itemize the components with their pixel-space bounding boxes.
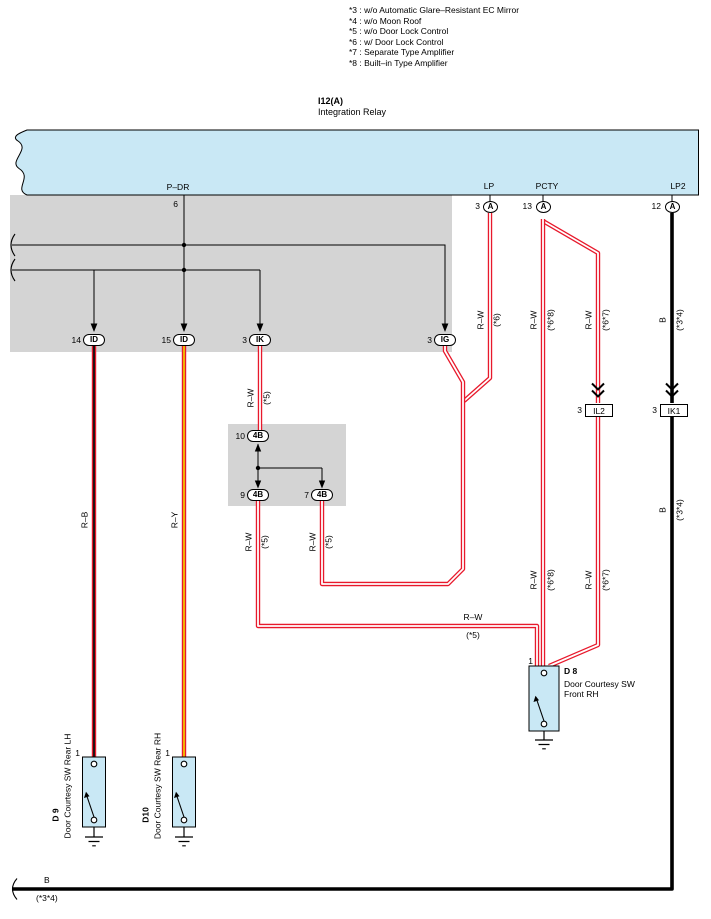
component-name-d8-line2: Front RH: [564, 689, 599, 699]
terminal-a-lp2: A: [665, 201, 680, 213]
wire-note-pcty7-top: (*6*7): [600, 309, 611, 331]
wire-note-rw5-horiz: (*5): [466, 630, 480, 640]
legend-item: *4 : w/o Moon Roof: [349, 15, 422, 26]
wire-label-lp2-b-mid: B: [657, 507, 668, 513]
connector-ik1-num: 3: [652, 405, 657, 415]
switch-contacts: [90, 669, 548, 824]
connector-ik3: IK: [249, 334, 271, 346]
wire-note-pcty7-bot: (*6*7): [600, 569, 611, 591]
connector-4b-10: 4B: [247, 430, 269, 442]
relay-internal-shade: [10, 195, 452, 352]
junction-dots: [181, 242, 261, 471]
pin-num-d10: 1: [165, 748, 170, 758]
wire-label-b9-rw: R–W: [243, 532, 254, 552]
connector-4b-9: 4B: [247, 489, 269, 501]
relay-pin-lp2-num: 12: [651, 201, 661, 211]
connector-ig3-num: 3: [427, 335, 432, 345]
wire-label-pcty8-top: R–W: [528, 310, 539, 330]
legend-item: *7 : Separate Type Amplifier: [349, 47, 455, 57]
wire-note-pcty8-top: (*6*8): [545, 309, 556, 331]
connector-4b-7: 4B: [311, 489, 333, 501]
pin-num-d9: 1: [75, 748, 80, 758]
legend-item: *3 : w/o Automatic Glare–Resistant EC Mi…: [349, 5, 520, 15]
relay-header: I12(A) Integration Relay: [318, 96, 386, 118]
connector-id15: ID: [173, 334, 195, 346]
wire-label-ry: R–Y: [169, 511, 180, 529]
wires: [91, 213, 601, 757]
legend-item: *6 : w/ Door Lock Control: [349, 36, 444, 47]
relay-pin-lp-num: 3: [475, 201, 480, 211]
relay-name: Integration Relay: [318, 107, 387, 117]
wire-label-lp-rw: R–W: [475, 310, 486, 330]
legend-item: *5 : w/o Door Lock Control: [349, 26, 449, 36]
wire-note-lp2-b-top: (*3*4): [674, 309, 685, 331]
pin-num-d8: 1: [528, 656, 533, 666]
relay-id: I12(A): [318, 96, 344, 106]
wire-note-lp2-b-mid: (*3*4): [674, 499, 685, 521]
torn-edge-marks: [10, 233, 18, 900]
switch-blade-arrows: [84, 695, 539, 798]
connector-ik3-num: 3: [242, 335, 247, 345]
connector-ig3: IG: [434, 334, 456, 346]
internal-wiring: [12, 195, 673, 481]
switch-blades: [85, 698, 545, 818]
arrowheads: [90, 323, 449, 489]
wire-note-b9-rw: (*5): [259, 535, 270, 549]
terminal-a-lp: A: [483, 201, 498, 213]
connector-id14-num: 14: [71, 335, 81, 345]
relay-pin-pdr-num: 6: [173, 199, 178, 209]
wire-label-b-bottom: B: [44, 875, 50, 885]
component-id-d9: D 9: [50, 808, 61, 822]
wire-note-ik-rw: (*5): [261, 391, 272, 405]
wire-label-b7-rw: R–W: [307, 532, 318, 552]
wire-label-pcty7-bot: R–W: [583, 570, 594, 590]
switch-boxes: [82, 665, 560, 828]
wire-label-lp2-b-top: B: [657, 317, 668, 323]
relay-pin-pdr-label: P–DR: [166, 182, 190, 192]
legend: *3 : w/o Automatic Glare–Resistant EC Mi…: [349, 5, 519, 68]
wire-label-pcty8-bot: R–W: [528, 570, 539, 590]
connector-ik1: IK1: [660, 404, 688, 417]
component-id-d8: D 8: [564, 666, 578, 676]
connector-4b-9-num: 9: [240, 490, 245, 500]
component-id-d10: D10: [140, 807, 151, 823]
wire-note-pcty8-bot: (*6*8): [545, 569, 556, 591]
relay-pin-pcty-label: PCTY: [535, 181, 559, 191]
terminal-a-pcty: A: [536, 201, 551, 213]
connector-4b-10-num: 10: [235, 431, 245, 441]
relay-pin-pcty-num: 13: [522, 201, 532, 211]
wire-label-pcty7-top: R–W: [583, 310, 594, 330]
relay-pin-lp2-label: LP2: [670, 181, 686, 191]
ground-wires: [12, 213, 674, 891]
integration-relay-body: [14, 129, 699, 196]
wire-note-lp-rw: (*6): [491, 313, 502, 327]
wire-note-b-bottom: (*3*4): [36, 893, 58, 903]
component-name-d8-line1: Door Courtesy SW: [564, 679, 635, 689]
wire-label-ik-rw: R–W: [245, 388, 256, 408]
legend-item: *8 : Built–in Type Amplifier: [349, 57, 448, 68]
wire-note-b7-rw: (*5): [323, 535, 334, 549]
wire-label-rb: R–B: [79, 511, 90, 529]
wire-label-rw5-horiz: R–W: [463, 612, 483, 622]
relay-pin-lp-label: LP: [483, 181, 495, 191]
ground-symbols: [85, 731, 553, 847]
connector-il2-num: 3: [577, 405, 582, 415]
connector-4b-7-num: 7: [304, 490, 309, 500]
connector-id15-num: 15: [161, 335, 171, 345]
connector-il2: IL2: [585, 404, 613, 417]
connector-chevron-icons: [591, 382, 679, 398]
connector-id14: ID: [83, 334, 105, 346]
